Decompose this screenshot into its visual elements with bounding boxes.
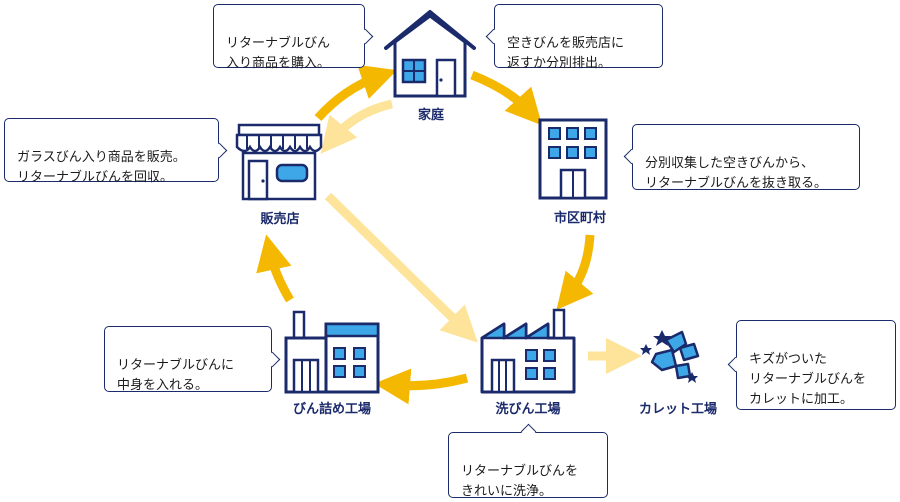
- bubble-home-return: 空きびんを販売店に 返すか分別排出。: [485, 4, 663, 71]
- arrow-city-to-wash: [556, 234, 595, 310]
- arrow-home-to-city: [470, 70, 543, 126]
- bubble-store: ガラスびん入り商品を販売。 リターナブルびんを回収。: [4, 118, 228, 185]
- bubble-cullet: キズがついた リターナブルびんを カレットに加工。: [727, 320, 896, 410]
- node-cullet-factory-label: カレット工場: [638, 402, 717, 417]
- bubble-city: 分別収集した空きびんから、 リターナブルびんを抜き取る。: [623, 124, 860, 191]
- bubble-wash: リターナブルびんを きれいに洗浄。: [448, 423, 608, 499]
- node-wash-factory-label: 洗びん工場: [495, 402, 561, 417]
- bubble-home-return-text: 空きびんを販売店に 返すか分別排出。: [507, 36, 625, 71]
- arrow-wash-to-bottling: [374, 368, 469, 405]
- bubble-home-buy: リターナブルびん 入り商品を購入。: [213, 4, 374, 71]
- arrow-store-to-wash: [324, 192, 478, 343]
- cullet-glass-icon: [640, 330, 700, 383]
- node-home-label: 家庭: [417, 108, 444, 123]
- bubble-wash-text: リターナブルびんを きれいに洗浄。: [461, 464, 579, 499]
- bubble-city-text: 分別収集した空きびんから、 リターナブルびんを抜き取る。: [645, 156, 828, 191]
- house-icon: [384, 10, 476, 98]
- arrow-bottling-to-store: [256, 234, 294, 303]
- store-icon: [235, 123, 323, 201]
- city-building-icon: [538, 118, 608, 200]
- bubble-bottling: リターナブルびんに 中身を入れる。: [104, 326, 281, 393]
- node-city-label: 市区町村: [553, 211, 606, 226]
- bubble-home-buy-text: リターナブルびん 入り商品を購入。: [226, 36, 331, 71]
- bubble-bottling-text: リターナブルびんに 中身を入れる。: [117, 358, 235, 393]
- bubble-store-text: ガラスびん入り商品を販売。 リターナブルびんを回収。: [17, 150, 186, 185]
- bubble-cullet-text: キズがついた リターナブルびんを カレットに加工。: [749, 352, 867, 407]
- wash-factory-icon: [480, 308, 576, 394]
- arrow-home-to-store: [320, 99, 394, 154]
- arrow-store-to-home: [314, 64, 398, 122]
- node-bottling-factory-label: びん詰め工場: [292, 402, 371, 417]
- bottling-factory-icon: [284, 310, 380, 394]
- node-store-label: 販売店: [260, 212, 300, 227]
